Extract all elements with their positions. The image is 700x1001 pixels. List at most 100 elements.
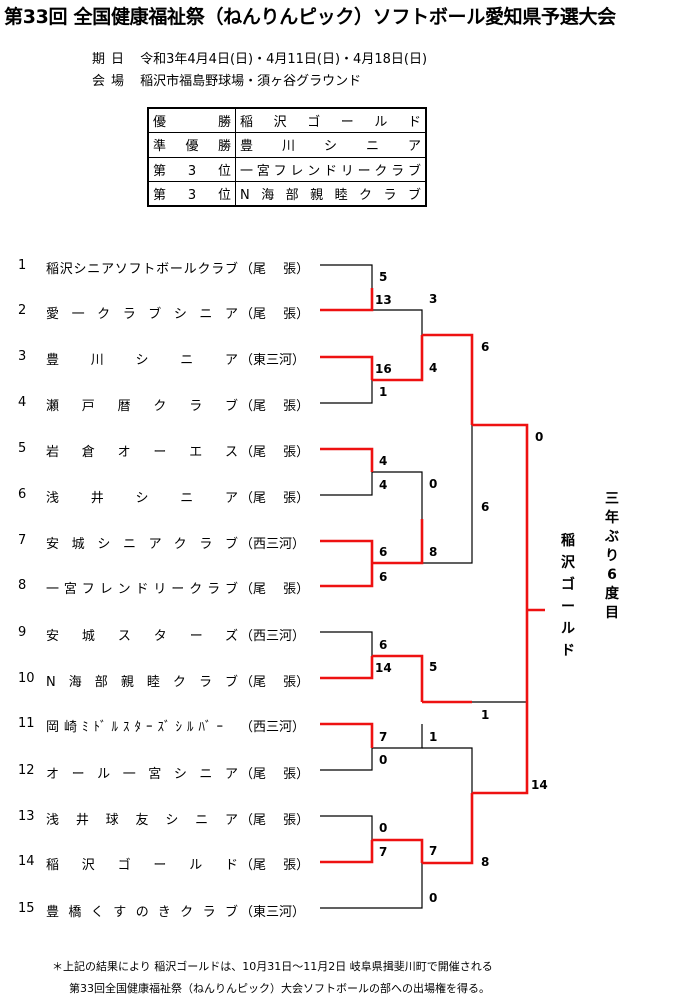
score: 7 <box>429 844 438 858</box>
team-region: （尾 張） <box>240 582 310 597</box>
team-name: 安城シニアクラブ <box>46 537 238 552</box>
date-value: 令和3年4月4日(日)・4月11日(日)・4月18日(日) <box>140 52 428 67</box>
bracket-line <box>320 631 373 656</box>
team-name: 瀬戸暦クラブ <box>46 399 238 414</box>
bracket-line <box>320 563 374 588</box>
bracket-line <box>320 722 374 748</box>
team-region: （尾 張） <box>240 445 310 460</box>
team-region: （尾 張） <box>240 767 310 782</box>
footnote-line-2: 第33回全国健康福祉祭（ねんりんピック）大会ソフトボールの部への出場権を得る。 <box>69 982 490 995</box>
team-region: （西三河） <box>240 720 306 735</box>
team-region: （尾 張） <box>240 399 310 414</box>
bracket-line <box>422 747 473 793</box>
team-number: 13 <box>18 809 35 824</box>
champion-name-vertical: 稲沢ゴールド <box>561 533 575 659</box>
bracket-line <box>422 793 474 865</box>
team-number: 3 <box>18 349 27 364</box>
team-number: 12 <box>18 763 35 778</box>
score: 6 <box>481 500 490 514</box>
team-name: 稲沢シニアソフトボールクラブ <box>46 262 238 277</box>
footnote-line-1: ＊上記の結果により 稲沢ゴールドは、10月31日～11月2日 岐阜県揖斐川町で開… <box>52 960 493 973</box>
team-number: 7 <box>18 533 27 548</box>
score: 6 <box>379 570 388 584</box>
bracket-line <box>372 838 424 863</box>
venue-label: 会場 <box>92 74 131 89</box>
team-region: （東三河） <box>240 905 306 920</box>
team-name: 岡崎ﾐﾄﾞﾙｽﾀｰｽﾞｼﾙﾊﾞｰ <box>46 720 228 735</box>
score: 4 <box>429 361 438 375</box>
team-name: 一宮フレンドリークラブ <box>46 582 238 597</box>
bracket-line <box>320 840 374 864</box>
team-region: （西三河） <box>240 537 306 552</box>
team-number: 14 <box>18 854 35 869</box>
team-number: 4 <box>18 395 27 410</box>
bracket-line <box>472 610 528 703</box>
team-region: （尾 張） <box>240 262 310 277</box>
score: 14 <box>531 778 548 792</box>
team-region: （西三河） <box>240 629 306 644</box>
team-number: 6 <box>18 487 27 502</box>
team-region: （尾 張） <box>240 858 310 873</box>
bracket-line <box>372 519 424 565</box>
team-name: 稲沢ゴールド <box>46 858 238 873</box>
score: 6 <box>379 638 388 652</box>
results-row: 準優勝豊川シニア <box>148 132 426 158</box>
score: 7 <box>379 730 388 744</box>
team-region: （東三河） <box>240 353 306 368</box>
team-number: 9 <box>18 625 27 640</box>
bracket-line <box>422 425 473 564</box>
score: 0 <box>379 753 388 767</box>
score: 7 <box>379 845 388 859</box>
team-name: 浅井球友シニア <box>46 813 238 828</box>
bracket-line <box>372 654 424 702</box>
bracket-line <box>320 539 374 563</box>
bracket-line <box>372 309 423 335</box>
bracket-line <box>320 264 373 288</box>
date-row: 期日 令和3年4月4日(日)・4月11日(日)・4月18日(日) <box>92 48 427 67</box>
score: 5 <box>429 660 438 674</box>
date-label: 期日 <box>92 52 131 67</box>
bracket-line <box>422 333 474 425</box>
team-name: オール一宮シニア <box>46 767 238 782</box>
score: 6 <box>481 340 490 354</box>
page-title: 第33回 全国健康福祉祭（ねんりんピック）ソフトボール愛知県予選大会 <box>4 6 616 28</box>
score: 1 <box>429 730 438 744</box>
result-team: N海部親睦クラブ <box>235 180 426 207</box>
score: 0 <box>429 891 438 905</box>
score: 14 <box>375 661 392 675</box>
score: 5 <box>379 270 388 284</box>
score: 6 <box>379 545 388 559</box>
team-name: 岩倉オーエス <box>46 445 238 460</box>
bracket-line <box>320 472 373 496</box>
score: 0 <box>429 477 438 491</box>
results-row: 第3位一宮フレンドリークラブ <box>148 156 426 182</box>
bracket-line <box>372 335 424 382</box>
bracket-line <box>320 447 374 472</box>
score: 4 <box>379 454 388 468</box>
bracket-line <box>320 656 374 680</box>
team-number: 8 <box>18 578 27 593</box>
score: 16 <box>375 362 392 376</box>
score: 13 <box>375 293 392 307</box>
score: 8 <box>481 855 490 869</box>
score: 1 <box>379 385 388 399</box>
team-number: 1 <box>18 258 27 273</box>
score: 0 <box>379 821 388 835</box>
champion-streak-vertical: 三年ぶり6度目 <box>605 491 619 621</box>
bracket-line <box>372 471 423 519</box>
bracket-line <box>472 610 529 795</box>
score: 4 <box>379 478 388 492</box>
team-name: 安城スターズ <box>46 629 238 644</box>
team-name: 愛一クラブシニア <box>46 307 238 322</box>
team-number: 11 <box>18 716 35 731</box>
team-number: 15 <box>18 901 35 916</box>
team-number: 5 <box>18 441 27 456</box>
bracket-line <box>320 380 373 404</box>
score: 8 <box>429 545 438 559</box>
team-number: 2 <box>18 303 27 318</box>
team-region: （尾 張） <box>240 813 310 828</box>
score: 3 <box>429 292 438 306</box>
result-label: 第3位 <box>148 156 236 182</box>
team-region: （尾 張） <box>240 491 310 506</box>
